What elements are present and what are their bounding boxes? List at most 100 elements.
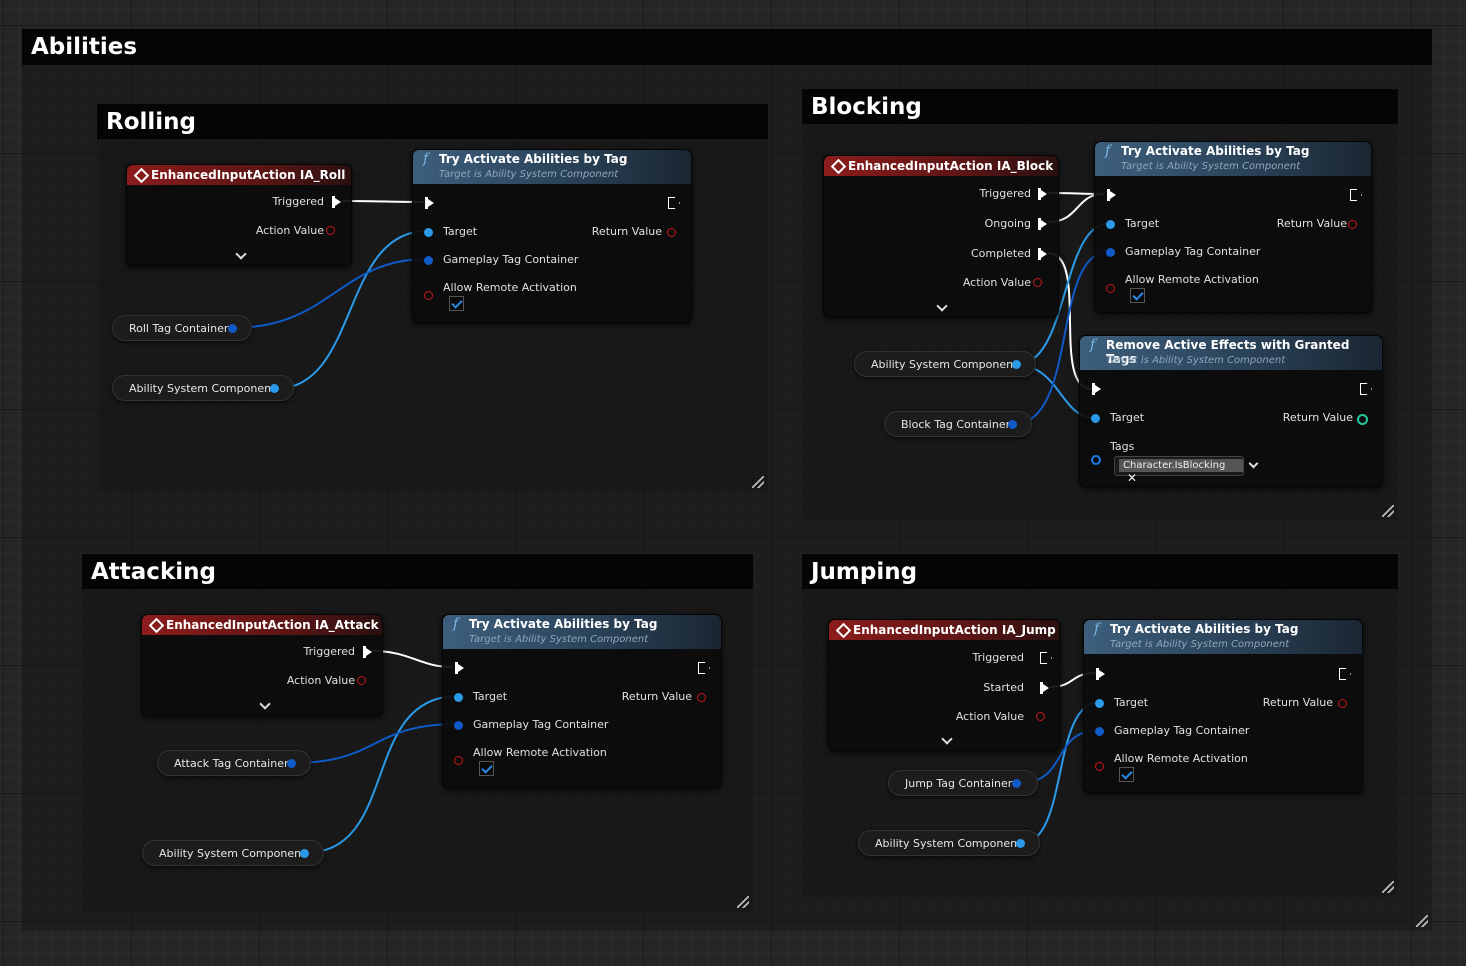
function-node-remove-active-effects[interactable]: f Remove Active Effects with Granted Tag… [1079,335,1383,487]
event-node-ia-block[interactable]: EnhancedInputAction IA_Block Triggered O… [823,155,1059,317]
return-value-pin[interactable] [697,693,706,702]
function-node-try-activate[interactable]: f Try Activate Abilities by Tag Target i… [412,149,692,323]
event-node-ia-jump[interactable]: EnhancedInputAction IA_Jump Triggered St… [828,619,1060,751]
event-node-ia-roll[interactable]: EnhancedInputAction IA_Roll Triggered Ac… [126,164,352,266]
exec-out-pin[interactable] [1038,188,1047,200]
return-value-pin[interactable] [1357,414,1368,425]
action-value-pin[interactable] [326,226,335,235]
function-node-header[interactable]: f Remove Active Effects with Granted Tag… [1080,336,1382,370]
exec-in-pin[interactable] [455,662,464,674]
exec-out-pin[interactable] [1038,218,1047,230]
exec-in-pin[interactable] [1092,383,1101,395]
function-icon: f [1090,337,1096,353]
comment-title[interactable]: Rolling [97,104,768,139]
exec-out-pin[interactable] [1040,682,1049,694]
variable-attack-tag-container[interactable]: Attack Tag Container [157,750,311,776]
allow-remote-activation-pin[interactable] [1106,284,1115,293]
action-value-pin[interactable] [357,676,366,685]
exec-out-pin[interactable] [332,196,341,208]
tag-chip[interactable]: Character.IsBlocking ✕ [1119,459,1243,485]
function-node-try-activate[interactable]: f Try Activate Abilities by Tag Target i… [442,614,722,788]
allow-remote-activation-checkbox[interactable] [449,296,464,311]
exec-out-pin[interactable] [1038,248,1047,260]
gameplay-tag-container-pin[interactable] [1095,727,1104,736]
allow-remote-activation-checkbox[interactable] [1130,288,1145,303]
exec-out-pin[interactable] [1360,383,1372,395]
variable-jump-tag-container[interactable]: Jump Tag Container [888,770,1038,796]
function-node-header[interactable]: f Try Activate Abilities by Tag Target i… [413,150,691,184]
variable-block-tag-container[interactable]: Block Tag Container [884,411,1032,437]
event-node-header[interactable]: EnhancedInputAction IA_Roll [127,165,351,185]
resize-grip[interactable] [1382,881,1394,893]
exec-out-pin[interactable] [698,662,710,674]
function-node-header[interactable]: f Try Activate Abilities by Tag Target i… [1084,620,1362,654]
event-node-header[interactable]: EnhancedInputAction IA_Attack [142,615,382,635]
target-pin[interactable] [1091,414,1100,423]
allow-remote-activation-pin[interactable] [1095,762,1104,771]
resize-grip[interactable] [752,476,764,488]
return-value-pin[interactable] [1348,220,1357,229]
comment-title[interactable]: Attacking [82,554,753,589]
variable-out-pin[interactable] [1016,839,1025,848]
function-node-try-activate[interactable]: f Try Activate Abilities by Tag Target i… [1094,141,1372,313]
return-value-pin[interactable] [1338,699,1347,708]
target-pin[interactable] [454,693,463,702]
pin-label-action-value: Action Value [286,674,355,687]
action-value-pin[interactable] [1036,712,1045,721]
variable-out-pin[interactable] [287,759,296,768]
exec-out-pin[interactable] [1339,668,1351,680]
chevron-down-icon[interactable] [259,698,271,710]
exec-out-pin[interactable] [363,646,372,658]
chevron-down-icon[interactable] [235,248,247,260]
allow-remote-activation-checkbox[interactable] [1119,767,1134,782]
allow-remote-activation-checkbox[interactable] [479,761,494,776]
function-node-header[interactable]: f Try Activate Abilities by Tag Target i… [1095,142,1371,176]
exec-out-pin[interactable] [668,197,680,209]
resize-grip[interactable] [1416,915,1428,927]
allow-remote-activation-pin[interactable] [424,291,433,300]
variable-out-pin[interactable] [270,384,279,393]
variable-out-pin[interactable] [1008,420,1017,429]
exec-wire [372,650,453,668]
variable-out-pin[interactable] [228,324,237,333]
variable-roll-tag-container[interactable]: Roll Tag Container [112,315,252,341]
variable-out-pin[interactable] [300,849,309,858]
gameplay-tag-container-pin[interactable] [1106,248,1115,257]
variable-ability-system-component[interactable]: Ability System Component [142,840,324,866]
remove-tag-icon[interactable]: ✕ [1127,471,1138,485]
target-pin[interactable] [424,228,433,237]
event-node-header[interactable]: EnhancedInputAction IA_Jump [829,620,1059,640]
function-node-try-activate[interactable]: f Try Activate Abilities by Tag Target i… [1083,619,1363,793]
return-value-pin[interactable] [667,228,676,237]
variable-out-pin[interactable] [1012,779,1021,788]
comment-title[interactable]: Blocking [802,89,1398,124]
resize-grip[interactable] [1382,505,1394,517]
chevron-down-icon[interactable] [1248,458,1259,469]
chevron-down-icon[interactable] [941,733,953,745]
pin-label-gameplay-tag-container: Gameplay Tag Container [1114,724,1250,737]
comment-title[interactable]: Abilities [22,29,1432,65]
variable-ability-system-component[interactable]: Ability System Component [858,830,1040,856]
exec-out-pin[interactable] [1350,189,1362,201]
event-node-ia-attack[interactable]: EnhancedInputAction IA_Attack Triggered … [141,614,383,716]
tags-pin[interactable] [1091,455,1101,465]
variable-out-pin[interactable] [1012,360,1021,369]
function-node-header[interactable]: f Try Activate Abilities by Tag Target i… [443,615,721,649]
gameplay-tag-container-pin[interactable] [424,256,433,265]
variable-ability-system-component[interactable]: Ability System Component [112,375,294,401]
comment-title[interactable]: Jumping [802,554,1398,589]
tag-value-field[interactable]: Character.IsBlocking ✕ [1114,456,1244,485]
exec-in-pin[interactable] [1107,189,1116,201]
resize-grip[interactable] [737,896,749,908]
event-node-header[interactable]: EnhancedInputAction IA_Block [824,156,1058,176]
action-value-pin[interactable] [1033,278,1042,287]
exec-out-pin[interactable] [1040,652,1052,664]
target-pin[interactable] [1106,220,1115,229]
variable-ability-system-component[interactable]: Ability System Component [854,351,1036,377]
exec-in-pin[interactable] [1096,668,1105,680]
target-pin[interactable] [1095,699,1104,708]
chevron-down-icon[interactable] [936,300,948,312]
exec-in-pin[interactable] [425,197,434,209]
allow-remote-activation-pin[interactable] [454,756,463,765]
gameplay-tag-container-pin[interactable] [454,721,463,730]
